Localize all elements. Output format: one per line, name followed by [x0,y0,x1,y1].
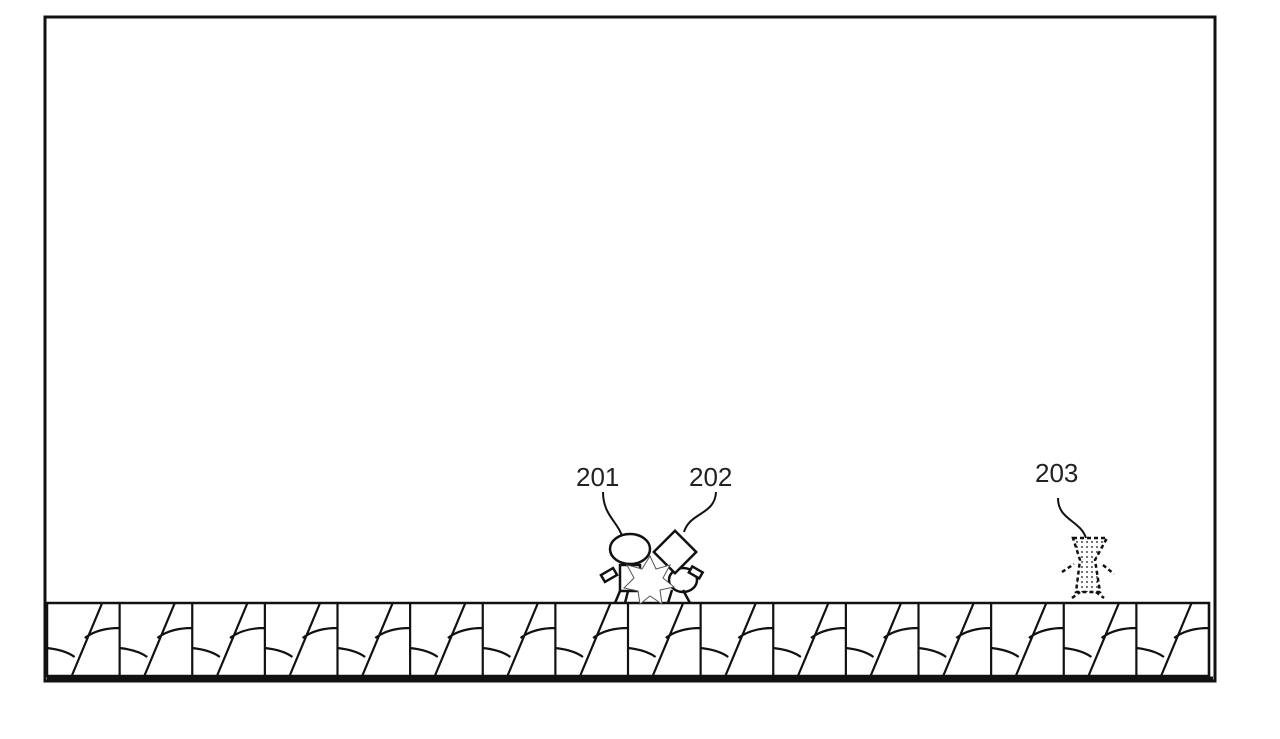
ground-tile [337,602,412,677]
ground-tile [845,602,920,677]
ground-tile [1063,602,1138,677]
enemy-character-202 [652,529,705,604]
leader-line-201 [602,491,623,537]
ground-tile [700,602,775,677]
ground-tile [119,602,194,677]
impact-effect [622,554,676,606]
label-201: 201 [576,462,619,492]
ground-tile [482,602,557,677]
ground-tile [773,602,847,677]
ground-tile [918,602,993,677]
ground-tile [192,602,266,677]
ground-tile [1136,602,1211,677]
leader-line-203 [1057,497,1087,539]
ground-platform [45,601,1213,680]
leader-line-202 [683,491,717,533]
ground-tile [46,602,121,677]
ground-tile [991,602,1065,677]
label-202: 202 [689,462,732,492]
ground-tile [555,602,630,677]
faded-character-203 [1061,536,1115,599]
label-203: 203 [1035,458,1078,488]
ground-tile [410,602,484,677]
ground-tile [264,602,339,677]
ground-tile [627,602,702,677]
